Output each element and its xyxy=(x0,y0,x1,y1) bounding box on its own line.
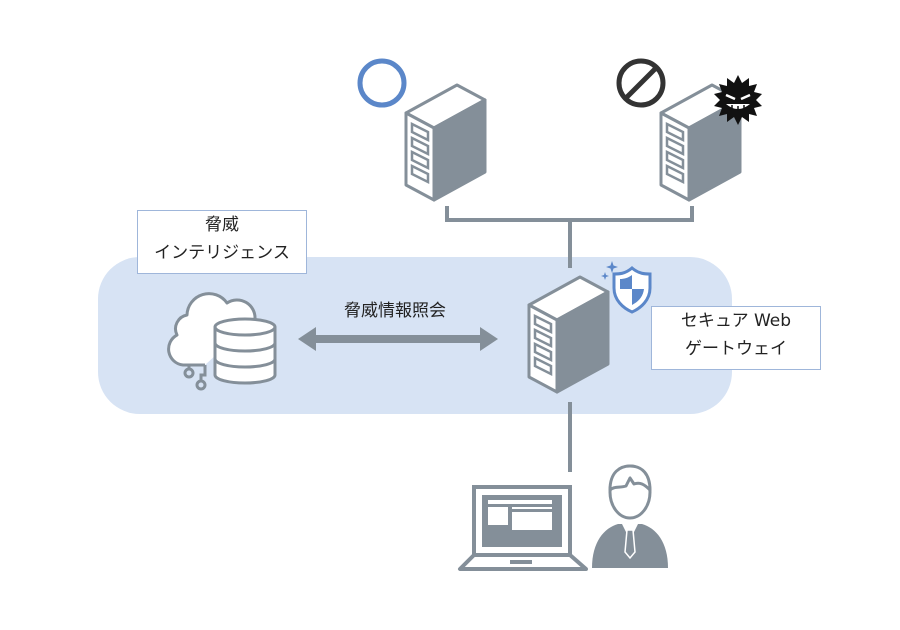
cloud-database-icon xyxy=(167,292,277,391)
secure-web-gateway-label: セキュア Web ゲートウェイ xyxy=(651,306,821,370)
threat-lookup-label: 脅威情報照会 xyxy=(344,301,446,321)
bidirectional-arrow-icon xyxy=(298,327,498,351)
laptop-icon xyxy=(458,485,588,571)
secure-web-gateway-line2: ゲートウェイ xyxy=(685,339,787,359)
threat-intelligence-line2: インテリジェンス xyxy=(154,243,290,263)
sparkle-icon xyxy=(601,261,618,280)
shield-icon xyxy=(612,266,652,314)
threat-intelligence-label: 脅威 インテリジェンス xyxy=(137,210,307,274)
threat-intelligence-line1: 脅威 xyxy=(205,215,239,235)
server-bracket xyxy=(445,206,694,222)
server-icon-allowed xyxy=(404,83,487,202)
circle-ok-icon xyxy=(357,58,407,108)
user-icon xyxy=(592,464,668,568)
gateway-server-icon xyxy=(527,275,610,394)
secure-web-gateway-line1: セキュア Web xyxy=(680,311,792,331)
malware-icon xyxy=(714,75,762,125)
prohibited-icon xyxy=(616,58,666,108)
